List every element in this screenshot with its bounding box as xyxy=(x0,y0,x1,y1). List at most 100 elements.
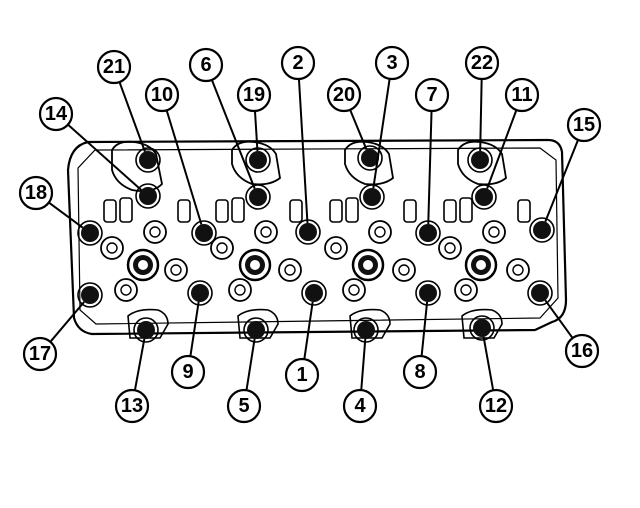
leader-line-18 xyxy=(48,201,84,229)
leader-line-15 xyxy=(544,139,579,223)
valve-seat xyxy=(164,258,188,282)
valve-seat xyxy=(438,236,462,260)
leader-line-2 xyxy=(297,78,309,224)
head-bolt-14 xyxy=(135,183,161,209)
valve-seat xyxy=(482,220,506,244)
callout-11: 11 xyxy=(504,77,540,113)
head-bolt-22 xyxy=(467,147,493,173)
svg-text:9: 9 xyxy=(182,361,193,383)
injector-seat xyxy=(351,248,385,282)
leader-line-4 xyxy=(360,338,367,391)
valve-seat xyxy=(392,258,416,282)
head-bolt-8 xyxy=(415,280,441,306)
svg-text:22: 22 xyxy=(471,52,493,74)
leader-line-3 xyxy=(372,78,391,189)
valve-seat xyxy=(368,220,392,244)
svg-text:8: 8 xyxy=(414,361,425,383)
svg-text:21: 21 xyxy=(103,56,125,78)
callout-20: 20 xyxy=(326,77,362,113)
callout-22: 22 xyxy=(464,45,500,81)
leader-line-1 xyxy=(303,301,314,360)
callout-13: 13 xyxy=(114,388,150,424)
injector-seat xyxy=(464,248,498,282)
callout-3: 3 xyxy=(374,45,410,81)
svg-text:3: 3 xyxy=(386,52,397,74)
head-bolt-7 xyxy=(415,220,441,246)
leader-line-6 xyxy=(210,79,256,189)
cylinder-head-body xyxy=(66,138,568,339)
valve-seat xyxy=(210,236,234,260)
callout-18: 18 xyxy=(18,175,54,211)
leader-line-13 xyxy=(133,338,146,391)
head-bolt-9 xyxy=(187,280,213,306)
leader-line-14 xyxy=(67,123,142,191)
svg-text:7: 7 xyxy=(426,84,437,106)
callout-14: 14 xyxy=(38,96,74,132)
leader-line-10 xyxy=(165,110,203,225)
svg-text:14: 14 xyxy=(45,103,68,125)
valve-seat xyxy=(278,258,302,282)
leader-line-22 xyxy=(479,78,483,152)
head-bolt-2 xyxy=(295,219,321,245)
head-bolt-13 xyxy=(133,317,159,343)
callout-6: 6 xyxy=(188,47,224,83)
svg-text:4: 4 xyxy=(354,395,366,417)
head-bolt-15 xyxy=(529,217,555,243)
svg-text:20: 20 xyxy=(333,84,355,106)
valve-seat xyxy=(100,236,124,260)
leader-line-8 xyxy=(420,301,429,357)
valve-seat xyxy=(254,220,278,244)
svg-text:2: 2 xyxy=(292,52,303,74)
head-bolt-19 xyxy=(245,147,271,173)
head-bolt-17 xyxy=(77,282,103,308)
leader-line-20 xyxy=(349,109,368,151)
callout-10: 10 xyxy=(144,77,180,113)
head-bolt-20 xyxy=(357,145,383,171)
leader-line-21 xyxy=(118,81,146,152)
callout-9: 9 xyxy=(170,354,206,390)
valve-seat xyxy=(114,278,138,302)
valve-seat xyxy=(342,278,366,302)
valve-seat xyxy=(506,258,530,282)
callout-15: 15 xyxy=(566,107,602,143)
svg-text:15: 15 xyxy=(573,114,595,136)
callout-5: 5 xyxy=(226,388,262,424)
leader-line-17 xyxy=(49,301,85,343)
head-bolt-11 xyxy=(471,184,497,210)
svg-text:5: 5 xyxy=(238,395,249,417)
callout-4: 4 xyxy=(342,388,378,424)
head-bolts xyxy=(77,145,555,343)
callout-12: 12 xyxy=(478,388,514,424)
svg-text:16: 16 xyxy=(571,340,593,362)
leader-lines xyxy=(48,78,579,391)
head-bolt-10 xyxy=(191,220,217,246)
valve-seat xyxy=(324,236,348,260)
injector-seat xyxy=(126,248,160,282)
valve-seat xyxy=(143,220,167,244)
head-bolt-3 xyxy=(359,184,385,210)
leader-line-19 xyxy=(253,110,259,152)
svg-text:1: 1 xyxy=(296,364,307,386)
svg-text:17: 17 xyxy=(29,343,51,365)
injector-seat xyxy=(238,248,272,282)
head-bolt-18 xyxy=(77,220,103,246)
head-bolt-6 xyxy=(245,184,271,210)
svg-text:6: 6 xyxy=(200,54,211,76)
head-bolt-4 xyxy=(353,317,379,343)
callout-16: 16 xyxy=(564,333,600,369)
valve-seat xyxy=(228,278,252,302)
head-bolt-21 xyxy=(135,147,161,173)
valve-seat xyxy=(454,278,478,302)
leader-line-12 xyxy=(482,336,495,391)
svg-text:11: 11 xyxy=(511,84,532,106)
svg-text:12: 12 xyxy=(485,395,507,417)
svg-text:19: 19 xyxy=(243,84,265,106)
svg-text:10: 10 xyxy=(151,84,173,106)
callouts: 21 6 2 3 22 10 19 20 7 11 14 15 18 17 9 … xyxy=(18,45,602,424)
leader-line-16 xyxy=(544,299,574,339)
valve-seats xyxy=(100,220,530,302)
head-bolt-12 xyxy=(469,315,495,341)
callout-8: 8 xyxy=(402,354,438,390)
svg-text:18: 18 xyxy=(25,182,47,204)
